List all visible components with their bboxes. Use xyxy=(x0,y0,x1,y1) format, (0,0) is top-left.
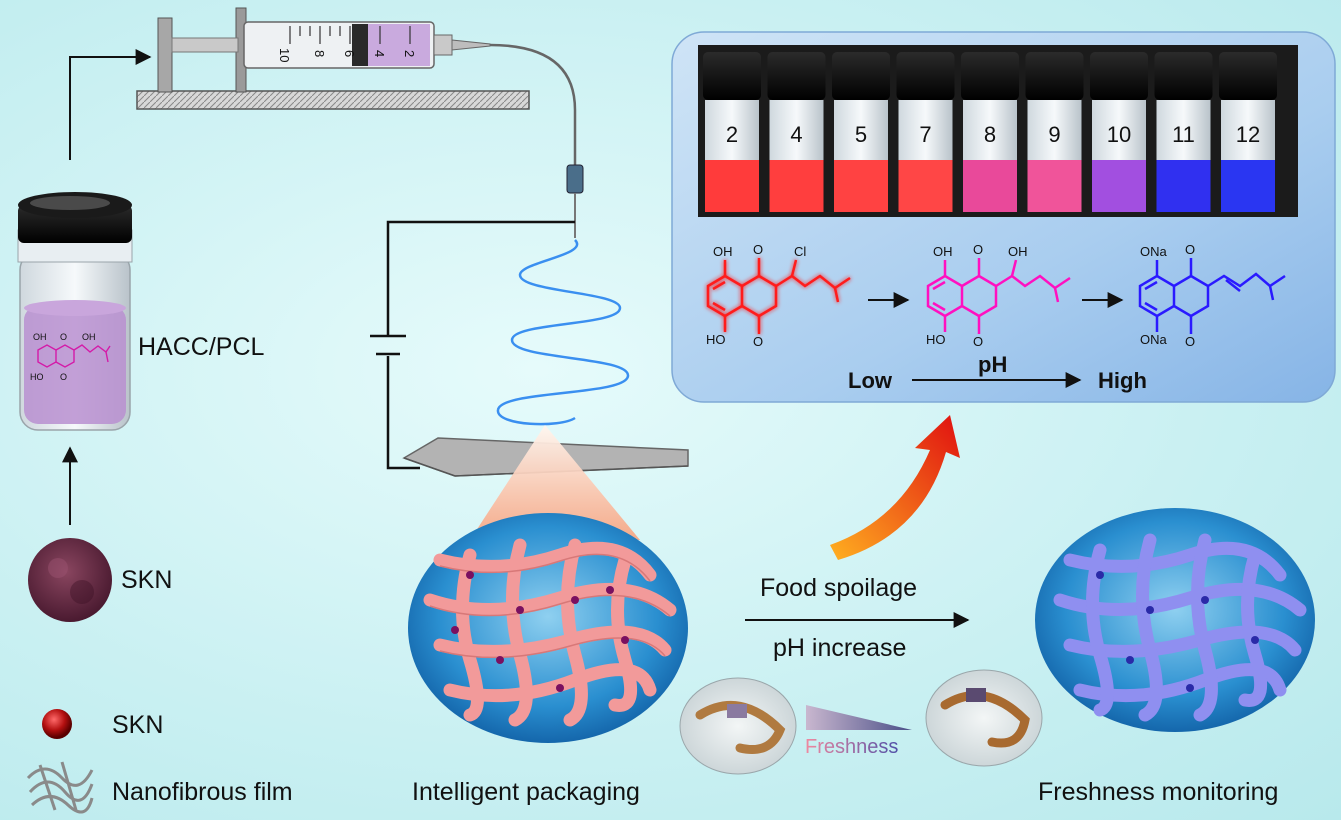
vial-solution xyxy=(1092,160,1146,212)
vial-solution xyxy=(769,160,824,212)
syringe-pump: 10 8 6 4 2 xyxy=(136,7,530,110)
ph-color-panel: 2 4 5 7 8 9 10 11 12 OH O Cl HO O xyxy=(671,31,1336,403)
freshness-wedge xyxy=(806,705,912,730)
ph-vial-4: 4 xyxy=(767,52,826,212)
vial-ph-label: 4 xyxy=(790,122,802,147)
syringe-mark-2: 2 xyxy=(402,50,417,57)
vial-ph-label: 2 xyxy=(726,122,738,147)
vial-solution xyxy=(705,160,759,212)
legend-skn-marker xyxy=(42,709,72,739)
vial-ph-label: 5 xyxy=(855,122,867,147)
ph-scale-ph: pH xyxy=(978,352,1007,377)
hacc-pcl-label: HACC/PCL xyxy=(138,333,265,361)
mol1-o-top: O xyxy=(753,242,763,257)
vial-solution xyxy=(834,160,888,212)
molecule-red xyxy=(706,258,851,334)
food-spoilage-label: Food spoilage xyxy=(760,574,917,602)
vial-solution xyxy=(1027,160,1082,212)
vial-cap xyxy=(961,52,1019,100)
ph-vial-10: 10 xyxy=(1090,52,1148,212)
legend-film-label: Nanofibrous film xyxy=(112,778,293,806)
skn-powder xyxy=(28,538,112,622)
vial-mol-o-top: O xyxy=(60,332,67,342)
vial-cap xyxy=(703,52,761,100)
legend: SKN Nanofibrous film xyxy=(26,709,293,814)
vial-cap xyxy=(1154,52,1213,100)
mol2-o-top: O xyxy=(973,242,983,257)
vial-row: 2 4 5 7 8 9 10 11 12 xyxy=(703,52,1277,212)
mol1-ho-bottom: HO xyxy=(706,332,726,347)
ph-vial-7: 7 xyxy=(896,52,955,212)
mol1-sub: Cl xyxy=(794,244,806,259)
mol1-o-bottom: O xyxy=(753,334,763,349)
ph-increase-label: pH increase xyxy=(773,634,906,662)
mol1-oh-top: OH xyxy=(713,244,733,259)
vial-ph-label: 7 xyxy=(919,122,931,147)
molecule-magenta xyxy=(926,258,1071,334)
legend-skn-label: SKN xyxy=(112,711,163,739)
hacc-pcl-vial: OH O OH HO O xyxy=(17,192,133,431)
mol2-o-bottom: O xyxy=(973,334,983,349)
vial-molecule xyxy=(37,344,111,368)
vial-mol-oh-top: OH xyxy=(33,332,47,342)
mol3-ona-top: ONa xyxy=(1140,244,1168,259)
skn-powder-label: SKN xyxy=(121,566,172,594)
vial-ph-label: 12 xyxy=(1236,122,1260,147)
vial-solution xyxy=(1221,160,1275,212)
vial-ph-label: 8 xyxy=(984,122,996,147)
vial-solution xyxy=(898,160,953,212)
intelligent-packaging-label: Intelligent packaging xyxy=(412,778,640,806)
vial-mol-sub: OH xyxy=(82,332,96,342)
ph-vial-5: 5 xyxy=(832,52,890,212)
mol3-o-bottom: O xyxy=(1185,334,1195,349)
vial-ph-label: 9 xyxy=(1048,122,1060,147)
nozzle xyxy=(566,164,584,194)
fresh-shrimp-dish xyxy=(679,677,797,775)
vial-cap xyxy=(1090,52,1148,100)
spoiled-fiber-disk xyxy=(1035,508,1315,732)
syringe-mark-6: 6 xyxy=(342,50,357,57)
vial-ph-label: 10 xyxy=(1107,122,1131,147)
vial-ph-label: 11 xyxy=(1172,122,1195,147)
color-change-arrow xyxy=(830,415,960,560)
mol3-ona-bottom: ONa xyxy=(1140,332,1168,347)
ph-vial-9: 9 xyxy=(1025,52,1084,212)
legend-film-marker xyxy=(26,761,94,814)
syringe-mark-4: 4 xyxy=(372,50,387,57)
vial-mol-o-bottom: O xyxy=(60,372,67,382)
mol2-sub: OH xyxy=(1008,244,1028,259)
vial-cap xyxy=(1219,52,1277,100)
ph-scale-low: Low xyxy=(848,368,893,393)
electrospinning-jet xyxy=(496,239,630,426)
arrow-to-syringe xyxy=(69,49,152,160)
molecule-blue xyxy=(1138,258,1286,334)
circuit-wire xyxy=(386,220,575,470)
mol2-oh-top: OH xyxy=(933,244,953,259)
magnify-beam xyxy=(470,425,640,540)
freshness-monitoring-label: Freshness monitoring xyxy=(1038,778,1278,806)
vial-cap xyxy=(1025,52,1084,100)
ph-scale-high: High xyxy=(1098,368,1147,393)
spoiled-shrimp-dish xyxy=(925,669,1043,767)
fresh-fiber-disk xyxy=(408,513,688,743)
ph-vial-12: 12 xyxy=(1219,52,1277,212)
vial-solution xyxy=(1156,160,1211,212)
syringe-mark-10: 10 xyxy=(277,48,292,62)
mol3-o-top: O xyxy=(1185,242,1195,257)
vial-cap xyxy=(896,52,955,100)
vial-cap xyxy=(832,52,890,100)
ph-vial-2: 2 xyxy=(703,52,761,212)
ph-vial-8: 8 xyxy=(961,52,1019,212)
ph-vial-11: 11 xyxy=(1154,52,1213,212)
syringe-mark-8: 8 xyxy=(312,50,327,57)
mol2-ho-bottom: HO xyxy=(926,332,946,347)
tubing xyxy=(489,43,577,170)
vial-solution xyxy=(963,160,1017,212)
vial-mol-ho-bottom: HO xyxy=(30,372,44,382)
freshness-label: Freshness xyxy=(805,736,898,758)
vial-cap xyxy=(767,52,826,100)
